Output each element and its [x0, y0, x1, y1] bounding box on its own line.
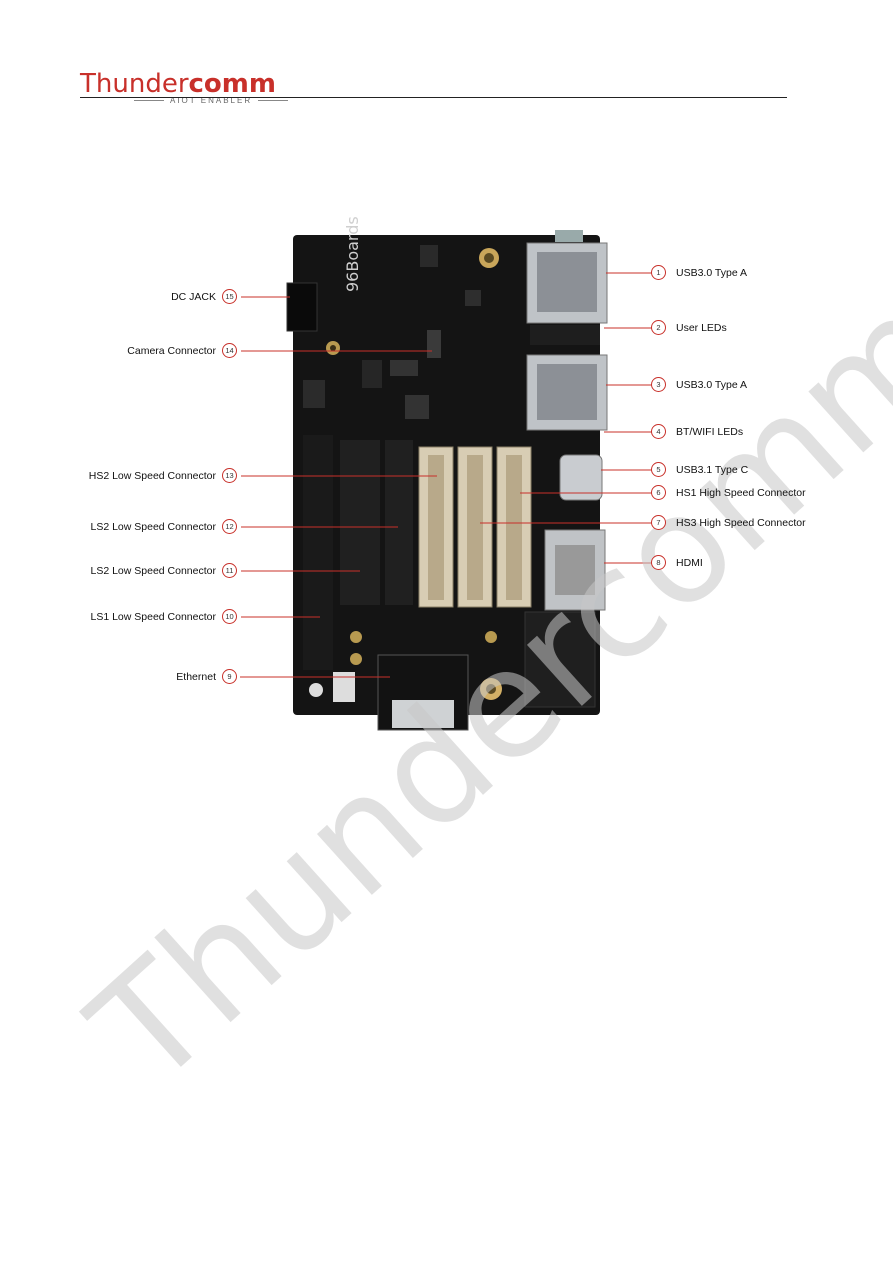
callout-number-2: 2	[651, 320, 666, 335]
callout-label-bt-wifi-leds: BT/WIFI LEDs	[676, 426, 744, 438]
callout-label-ls2-lower: LS2 Low Speed Connector	[90, 565, 216, 577]
callout-label-ls1: LS1 Low Speed Connector	[90, 611, 216, 623]
callout-label-usb30-type-a-middle: USB3.0 Type A	[676, 379, 748, 391]
callout-number-8: 8	[651, 555, 666, 570]
callout-number-1: 1	[651, 265, 666, 280]
callout-label-ls2-upper: LS2 Low Speed Connector	[90, 521, 216, 533]
callout-number-6: 6	[651, 485, 666, 500]
callout-number-11: 11	[222, 563, 237, 578]
callout-label-dc-jack: DC JACK	[171, 291, 216, 303]
callout-label-user-leds: User LEDs	[676, 322, 727, 334]
callout-label-ethernet: Ethernet	[176, 671, 216, 683]
callout-number-4: 4	[651, 424, 666, 439]
callout-number-7: 7	[651, 515, 666, 530]
dc-jack	[286, 282, 318, 332]
logo-bold-text: comm	[188, 69, 276, 99]
callout-number-10: 10	[222, 609, 237, 624]
callout-label-usb30-type-a-top: USB3.0 Type A	[676, 267, 748, 279]
callout-number-15: 15	[222, 289, 237, 304]
callout-number-5: 5	[651, 462, 666, 477]
ls-header-left	[303, 435, 333, 670]
header-rule	[80, 97, 787, 98]
callout-lines	[240, 272, 655, 678]
callout-label-camera-connector: Camera Connector	[127, 345, 216, 357]
thundercomm-logo: Thundercomm AIOT ENABLER	[80, 70, 276, 105]
logo-wordmark: Thundercomm	[80, 70, 276, 98]
logo-regular-text: Thunder	[80, 69, 189, 99]
ls-header-right	[385, 440, 413, 605]
callout-label-hs1: HS1 High Speed Connector	[676, 487, 806, 499]
callout-label-hdmi: HDMI	[676, 557, 703, 569]
callout-number-12: 12	[222, 519, 237, 534]
callout-label-usb31-type-c: USB3.1 Type C	[676, 464, 749, 476]
callout-number-14: 14	[222, 343, 237, 358]
logo-tagline: AIOT ENABLER	[128, 96, 294, 105]
callout-number-9: 9	[222, 669, 237, 684]
board-silkscreen: 96Boards	[343, 216, 362, 292]
usb-c	[559, 454, 603, 501]
callout-number-3: 3	[651, 377, 666, 392]
ls-header-mid	[340, 440, 380, 605]
callout-label-hs3: HS3 High Speed Connector	[676, 517, 806, 529]
callout-number-13: 13	[222, 468, 237, 483]
callout-label-hs2: HS2 Low Speed Connector	[88, 470, 216, 482]
